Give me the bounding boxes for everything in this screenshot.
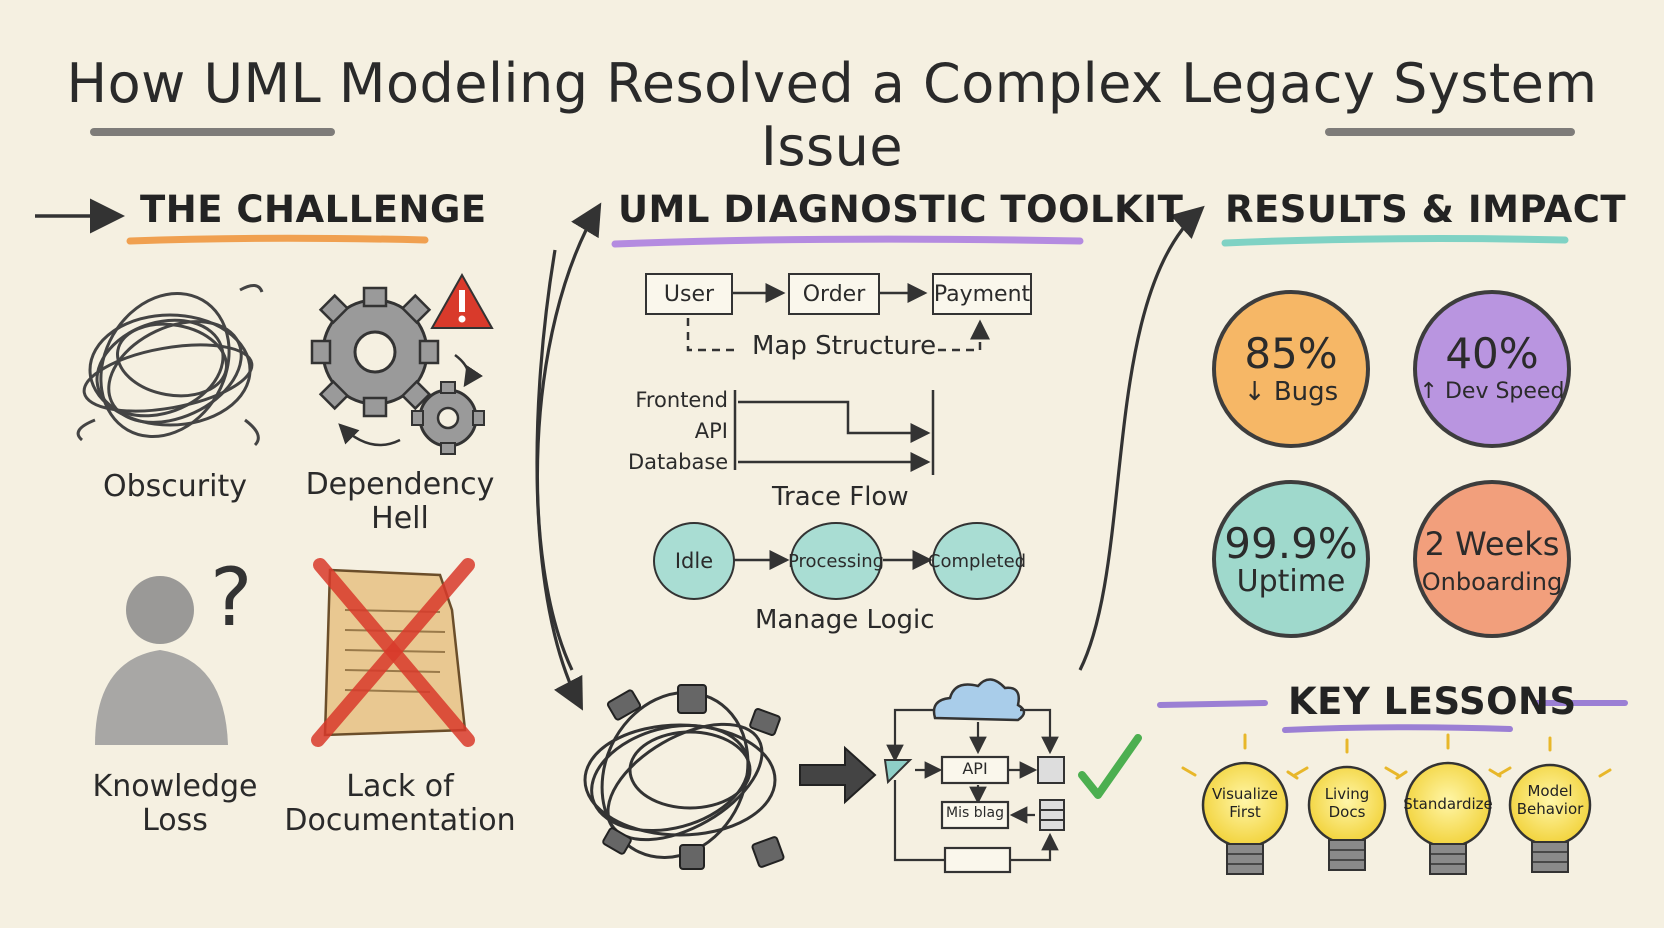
challenge-label-knowledge: Knowledge Loss — [60, 770, 290, 838]
lesson-label-line: Behavior — [1516, 800, 1584, 818]
lesson-label-line: First — [1229, 803, 1261, 821]
svg-text:?: ? — [210, 551, 252, 644]
toolkit-heading: UML DIAGNOSTIC TOOLKIT — [618, 188, 1184, 231]
state-idle: Idle — [653, 522, 735, 600]
stat-label: ↓ Bugs — [1243, 377, 1339, 407]
stat-uptime: 99.9% Uptime — [1212, 480, 1370, 638]
warning-icon — [430, 272, 494, 329]
results-heading: RESULTS & IMPACT — [1225, 188, 1627, 231]
lane-database: Database — [628, 450, 729, 474]
class-box-payment: Payment — [932, 273, 1032, 315]
confused-person-icon: ? — [95, 551, 252, 745]
challenge-label-documentation: Lack of Documentation — [270, 770, 530, 838]
stat-value: 85% — [1244, 329, 1338, 378]
trace-flow-caption: Trace Flow — [772, 482, 909, 512]
manage-logic-caption: Manage Logic — [755, 605, 935, 635]
challenge-label-line: Hell — [371, 501, 429, 536]
crossed-document-icon — [311, 558, 475, 747]
sequence-diagram — [733, 390, 935, 475]
challenge-label-obscurity: Obscurity — [60, 470, 290, 504]
title-underline-left — [90, 128, 335, 136]
stat-label: Uptime — [1236, 564, 1346, 599]
lesson-label-line: Living — [1324, 785, 1370, 803]
challenge-label-dependency: Dependency Hell — [280, 468, 520, 536]
connector-arrow-right — [1078, 205, 1205, 671]
lesson-living-docs: Living Docs — [1297, 785, 1397, 821]
lightbulb-icon — [1307, 765, 1387, 871]
lane-api: API — [694, 419, 728, 443]
title-underline-right — [1325, 128, 1575, 136]
stat-bugs: 85% ↓ Bugs — [1212, 290, 1370, 448]
lesson-label-line: Model — [1527, 782, 1573, 800]
lessons-highlight — [1282, 724, 1513, 733]
lesson-model-behavior: Model Behavior — [1500, 782, 1600, 818]
stat-label: Onboarding — [1421, 568, 1563, 596]
lightbulb-icon — [1508, 763, 1592, 873]
stat-value: 40% — [1445, 329, 1539, 378]
arch-api-label: API — [962, 759, 988, 778]
challenge-heading: THE CHALLENGE — [140, 188, 487, 231]
toolkit-highlight — [611, 235, 1084, 248]
results-highlight — [1221, 235, 1569, 247]
challenge-label-line: Documentation — [284, 803, 516, 838]
class-diagram-arrows — [686, 283, 990, 352]
checkmark-icon — [1078, 734, 1142, 799]
lesson-visualize-first: Visualize First — [1195, 785, 1295, 821]
challenge-highlight — [126, 234, 429, 245]
clean-architecture-diagram — [883, 678, 1065, 874]
lesson-label-line: Visualize — [1211, 785, 1279, 803]
page-title: How UML Modeling Resolved a Complex Lega… — [66, 52, 1598, 178]
connector-arrow-left-down — [535, 249, 583, 711]
class-box-user: User — [645, 273, 733, 315]
lightbulb-icon — [1404, 761, 1492, 875]
lesson-label-line: Standardize — [1403, 795, 1493, 813]
challenge-label-line: Obscurity — [103, 469, 247, 504]
lesson-label-line: Docs — [1328, 803, 1366, 821]
challenge-label-line: Lack of — [346, 769, 454, 804]
map-structure-caption: Map Structure — [752, 331, 937, 361]
stat-onboarding: 2 Weeks Onboarding — [1413, 480, 1571, 638]
stat-value: 99.9% — [1224, 519, 1358, 568]
stat-value: 2 Weeks — [1424, 525, 1560, 563]
lightbulb-icon — [1201, 761, 1289, 875]
lightbulb-icons — [1181, 733, 1612, 875]
state-completed: Completed — [928, 522, 1026, 600]
tangle-icon — [76, 284, 264, 447]
challenge-label-line: Dependency — [305, 467, 495, 502]
transform-arrow-icon — [799, 745, 877, 805]
stat-dev-speed: 40% ↑ Dev Speed — [1413, 290, 1571, 448]
gears-icon — [310, 286, 485, 455]
cloud-icon — [932, 678, 1026, 722]
arch-misc-label: Mis blag — [946, 805, 1004, 821]
chip-icons — [602, 684, 785, 870]
lesson-standardize: Standardize — [1398, 795, 1498, 813]
challenge-label-line: Loss — [142, 803, 208, 838]
chips-tangle-icon — [583, 690, 777, 860]
lane-frontend: Frontend — [635, 388, 728, 412]
state-processing: Processing — [788, 522, 884, 600]
challenge-label-line: Knowledge — [92, 769, 258, 804]
database-icon — [1039, 799, 1065, 831]
class-box-order: Order — [788, 273, 880, 315]
stat-label: ↑ Dev Speed — [1419, 379, 1565, 404]
lessons-heading: KEY LESSONS — [1288, 680, 1577, 723]
lessons-stroke-left — [1157, 700, 1268, 708]
